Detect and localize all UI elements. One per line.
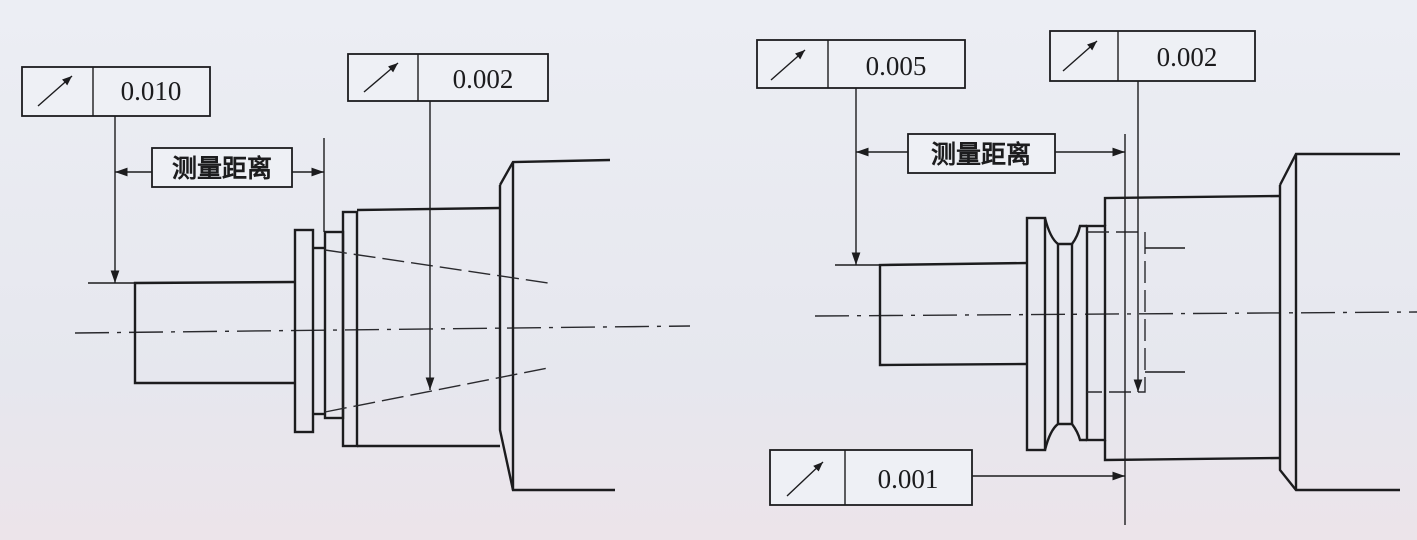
tolerance-frame-0001: 0.001	[769, 449, 1125, 506]
centerline	[74, 325, 691, 334]
tolerance-frame-0002: 0.002	[1049, 30, 1256, 392]
left-part-outline	[88, 158, 615, 492]
runout-arrow-icon	[37, 75, 73, 107]
runout-arrow-icon	[363, 62, 399, 93]
tolerance-value: 0.005	[866, 51, 927, 81]
measure-distance-dimension: 测量距离	[856, 133, 1126, 525]
measure-distance-dimension: 测量距离	[115, 138, 325, 232]
right-part-outline	[835, 152, 1400, 492]
measure-distance-label: 测量距离	[172, 154, 272, 183]
centerline	[814, 311, 1417, 317]
tolerance-frame-0005: 0.005	[756, 39, 966, 265]
tolerance-value: 0.002	[453, 64, 514, 94]
runout-arrow-icon	[786, 461, 824, 497]
tolerance-frame-0002: 0.002	[347, 53, 549, 390]
tolerance-frame-0010: 0.010	[21, 66, 211, 283]
runout-arrow-icon	[770, 49, 806, 81]
right-drawing: 0.005 测量距离 0.002 0.001	[756, 30, 1417, 525]
tolerance-value: 0.010	[121, 76, 182, 106]
tolerance-value: 0.001	[878, 464, 939, 494]
left-drawing: 0.010 测量距离 0.002	[21, 53, 691, 492]
runout-arrow-icon	[1062, 40, 1098, 72]
measure-distance-label: 测量距离	[931, 140, 1031, 169]
tolerance-value: 0.002	[1157, 42, 1218, 72]
